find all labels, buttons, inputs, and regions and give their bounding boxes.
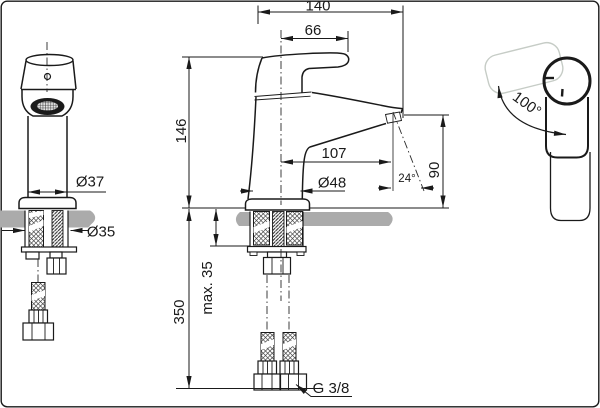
threaded-rod-side <box>272 211 285 251</box>
spout-aerator <box>384 111 403 124</box>
front-view: Ø37 Ø35 <box>0 42 115 341</box>
dim-label-outlet-height: 90 <box>426 162 443 179</box>
swivel-arc-arrow <box>497 85 567 136</box>
dim-label-max-deck: max. 35 <box>199 261 216 314</box>
dimension-max-deck-thickness: max. 35 <box>199 209 250 315</box>
dimension-lever-reach: 66 <box>281 22 349 52</box>
clamp-bracket-front <box>20 246 78 253</box>
dim-label-stream-angle: 24° <box>398 173 415 185</box>
dim-label-spout-reach: 107 <box>321 145 346 162</box>
body-joint-lines <box>254 91 312 101</box>
side-view: 140 66 146 350 max. 35 107 <box>171 0 449 397</box>
outlet-fitting-front <box>46 257 67 275</box>
aerator-screen <box>36 100 59 112</box>
dimension-outlet-height: 90 <box>404 114 449 208</box>
handle-left-edge <box>20 60 27 90</box>
dimension-base-diameter: Ø48 <box>240 175 346 194</box>
dimension-stream-angle: 24° <box>378 173 434 191</box>
hose-nut-left <box>253 373 281 391</box>
lever-ghost-position <box>484 41 564 95</box>
stream-centerline <box>392 111 425 192</box>
dim-label-hole-diameter: Ø35 <box>87 224 115 241</box>
bracket-block <box>25 251 40 260</box>
handle-right-edge <box>72 60 77 90</box>
base-plinth-side <box>244 198 311 211</box>
clamp-bracket-side <box>246 245 307 253</box>
hose-nut-right <box>279 373 308 391</box>
mounting-assembly-front <box>20 210 78 341</box>
dimension-overall-depth: 140 <box>257 0 404 118</box>
spout-block-front <box>21 89 74 117</box>
handle-dot-icon <box>43 72 52 81</box>
lever-outline <box>261 52 350 93</box>
dim-label-body-diameter: Ø37 <box>76 174 104 191</box>
dim-label-lever-reach: 66 <box>305 22 322 39</box>
mounting-assembly-side <box>246 211 307 275</box>
dimension-spout-reach: 107 <box>281 145 391 165</box>
dimension-height: 146 <box>173 56 263 208</box>
dim-label-hose-length: 350 <box>171 299 188 324</box>
faucet-body-fill <box>248 92 403 199</box>
dim-label-base-diameter: Ø48 <box>318 175 346 192</box>
supply-hoses-side <box>253 332 308 391</box>
handle-pivot-ring <box>542 56 592 106</box>
base-plinth-front <box>18 196 77 210</box>
spout-underside <box>301 122 387 200</box>
dim-label-thread: G 3/8 <box>313 380 350 397</box>
dimension-hose-length: 350 <box>171 209 320 389</box>
lever-back-edge <box>254 57 263 93</box>
hose-nut-front <box>22 322 55 341</box>
mounting-nut-side <box>262 256 292 275</box>
swivel-view: 100° <box>484 41 592 222</box>
dim-label-overall-depth: 140 <box>305 0 330 15</box>
spout-top-edge <box>311 91 404 114</box>
spout-top-view <box>549 152 591 222</box>
callout-thread: G 3/8 <box>295 380 352 397</box>
dimension-hole-diameter: Ø35 <box>2 224 115 241</box>
handle-top-front <box>25 53 74 67</box>
lever-current-position <box>545 97 589 159</box>
cold-mark-icon <box>560 88 564 97</box>
lever-fill <box>255 53 349 93</box>
dimension-body-diameter: Ø37 <box>28 174 106 195</box>
dim-label-height: 146 <box>173 118 190 143</box>
threaded-rod-front <box>51 210 64 250</box>
